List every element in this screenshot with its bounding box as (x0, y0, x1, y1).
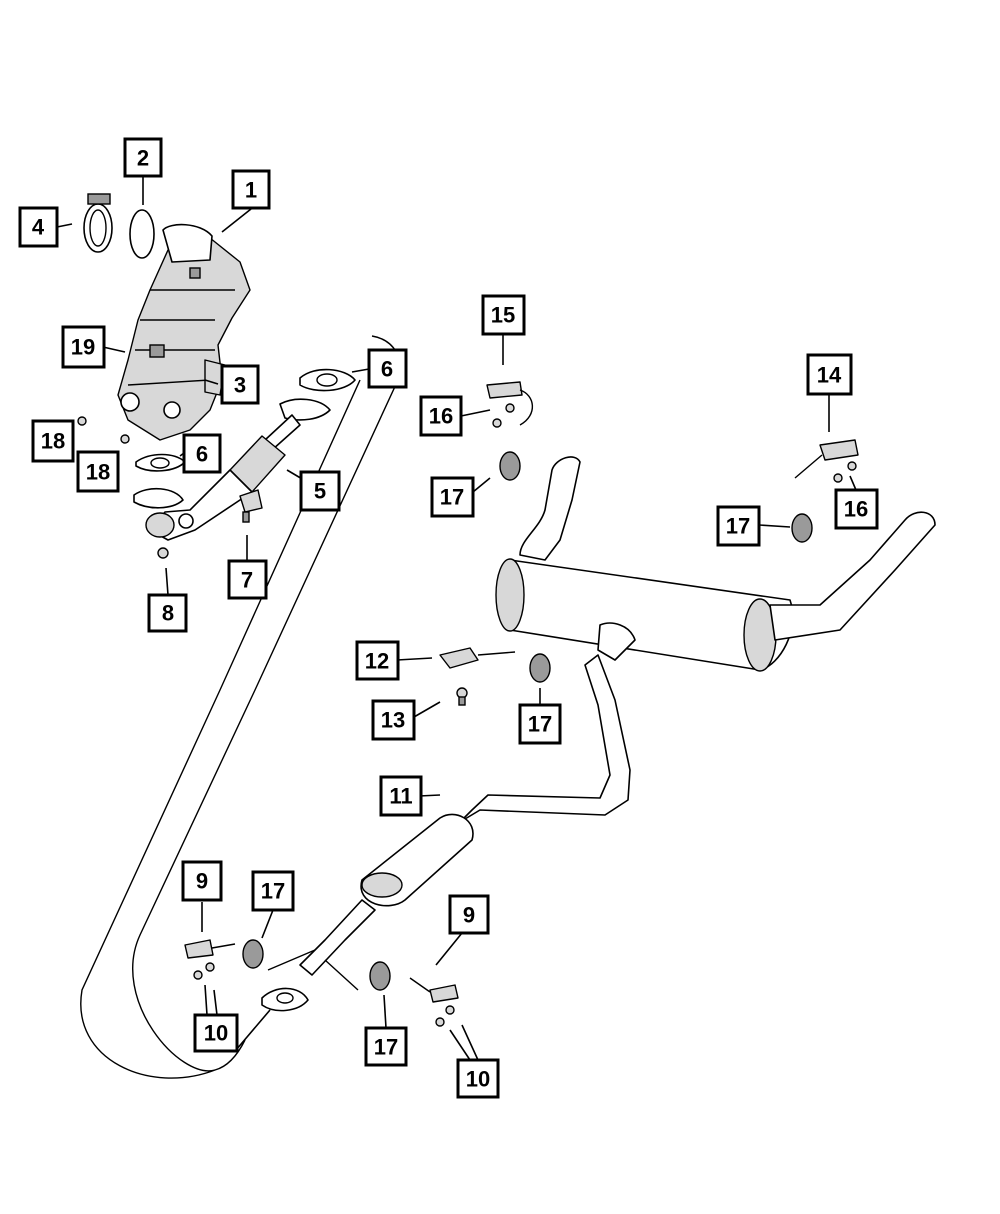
callout-15: 15 (481, 294, 526, 336)
exhaust-manifold-converter (117, 223, 251, 441)
front-pipe (133, 398, 331, 541)
hanger-bracket-9 (184, 939, 459, 1003)
callout-label-12: 12 (365, 649, 389, 674)
callout-1: 1 (231, 169, 271, 210)
callout-label-5: 5 (314, 479, 326, 504)
callout-label-1: 1 (245, 178, 257, 203)
hanger-bracket-12 (439, 647, 516, 669)
callout-13: 13 (371, 699, 416, 741)
callout-label-17-right: 17 (726, 514, 750, 539)
nut-8 (157, 547, 169, 559)
callout-2: 2 (123, 137, 163, 178)
callout-9-left: 9 (181, 860, 223, 902)
callout-7: 7 (227, 559, 268, 600)
callout-label-17-lower-left: 17 (261, 879, 285, 904)
callout-label-16-left: 16 (429, 404, 453, 429)
callout-17-mid: 17 (518, 703, 562, 745)
fasteners-16 (492, 403, 857, 483)
callout-label-17-lower: 17 (374, 1035, 398, 1060)
callout-17-right: 17 (716, 505, 761, 547)
callout-17-top: 17 (430, 476, 475, 518)
callout-label-13: 13 (381, 708, 405, 733)
callout-17-lower-left: 17 (251, 870, 295, 912)
bolt (239, 489, 263, 523)
callout-14: 14 (806, 353, 853, 396)
callout-12: 12 (355, 640, 400, 681)
callout-label-9-left: 9 (196, 869, 208, 894)
rubber-isolators-17 (242, 451, 813, 991)
callout-label-10-right: 10 (466, 1067, 490, 1092)
callout-label-17-mid: 17 (528, 712, 552, 737)
callout-label-6-lower: 6 (196, 442, 208, 467)
callout-label-8: 8 (162, 601, 174, 626)
callout-label-4: 4 (32, 215, 45, 240)
nut-lower (120, 434, 130, 444)
callout-19: 19 (61, 325, 106, 369)
callout-6-lower: 6 (182, 433, 222, 474)
gasket-flange-lower (135, 453, 186, 472)
gasket-ring (129, 209, 155, 259)
gasket-flange-upper (299, 368, 356, 392)
callout-label-16-right: 16 (844, 497, 868, 522)
v-band-clamp (83, 193, 113, 253)
callout-3: 3 (220, 364, 260, 405)
callout-16-right: 16 (834, 488, 879, 530)
detail-outline (80, 335, 401, 1079)
callout-10-left: 10 (193, 1013, 239, 1053)
callout-label-11: 11 (389, 784, 412, 809)
hanger-bracket-14 (794, 439, 859, 479)
callout-16-left: 16 (419, 395, 463, 437)
callout-label-2: 2 (137, 146, 149, 171)
callout-label-10-left: 10 (204, 1021, 228, 1046)
callout-18-lower: 18 (76, 450, 120, 493)
bolt-13 (456, 687, 468, 706)
nut-upper (77, 416, 87, 426)
callout-4: 4 (18, 206, 59, 248)
callout-11: 11 (379, 775, 423, 817)
callout-label-19: 19 (71, 335, 95, 360)
callout-label-14: 14 (817, 363, 842, 388)
callout-label-18-upper: 18 (41, 429, 65, 454)
callout-label-17-top: 17 (440, 485, 464, 510)
callout-label-18-lower: 18 (86, 460, 110, 485)
hanger-bracket-15 (486, 381, 534, 426)
callout-label-7: 7 (241, 568, 253, 593)
callout-18-upper: 18 (31, 419, 75, 463)
rear-muffler (495, 456, 936, 672)
callout-label-9-right: 9 (463, 903, 475, 928)
callout-17-lower: 17 (364, 1026, 408, 1067)
callout-label-6-upper: 6 (381, 357, 393, 382)
callout-10-right: 10 (456, 1058, 500, 1099)
callout-5: 5 (299, 470, 341, 512)
intermediate-pipe-resonator (261, 654, 631, 1012)
callout-label-3: 3 (234, 373, 246, 398)
callout-9-right: 9 (448, 894, 490, 935)
callout-8: 8 (147, 593, 188, 633)
callout-label-15: 15 (491, 303, 515, 328)
fasteners-10 (193, 962, 455, 1027)
callout-6-upper: 6 (367, 348, 408, 389)
